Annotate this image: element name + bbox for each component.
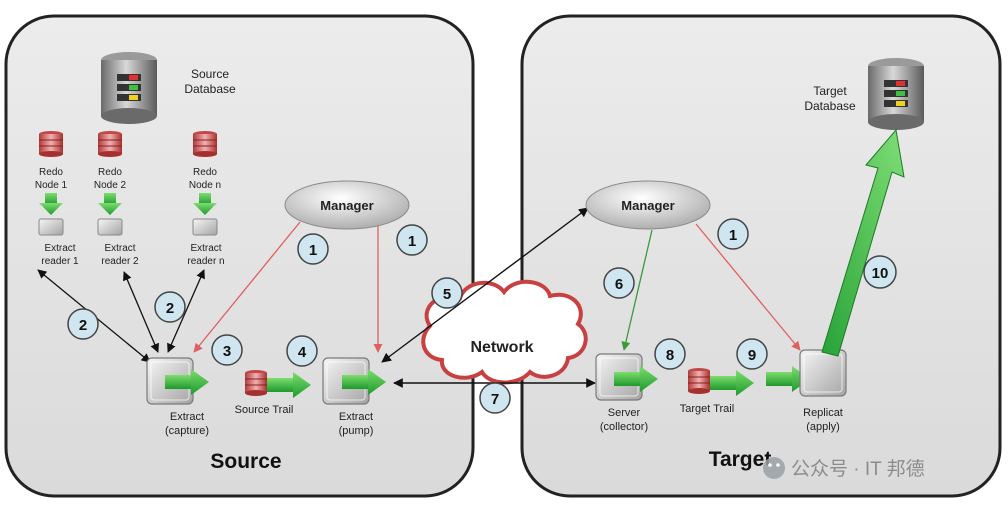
target-panel	[520, 14, 1002, 498]
step-4-badge: 4	[286, 335, 318, 367]
step-3-text: 3	[223, 343, 231, 360]
extract-pump-label-1: Extract	[339, 411, 373, 423]
source-database-label-1: Source	[191, 67, 229, 81]
step-1a-badge: 1	[297, 233, 329, 265]
extract-reader-n-label-1: Extract	[190, 243, 221, 254]
step-3-badge: 3	[211, 334, 243, 366]
step-1c-badge: 1	[717, 218, 749, 250]
extract-reader-n-label-2: reader n	[187, 256, 224, 267]
source-manager-label: Manager	[320, 198, 373, 213]
redo-node-n-label-1: Redo	[193, 167, 217, 178]
replicat-label-1: Replicat	[803, 407, 843, 419]
step-5-text: 5	[443, 286, 451, 303]
network-label: Network	[470, 339, 533, 356]
step-5-badge: 5	[431, 277, 463, 309]
step-9-text: 9	[748, 347, 756, 364]
source-title: Source	[210, 450, 281, 473]
step-1b-badge: 1	[396, 224, 428, 256]
manager-to-replicat-arrow	[695, 223, 801, 351]
extract-reader-2-label-2: reader 2	[101, 256, 139, 267]
manager-to-capture-arrow	[193, 221, 301, 353]
target-title: Target	[709, 448, 772, 471]
step-1c-text: 1	[729, 227, 737, 244]
manager-to-collector-arrow	[621, 229, 653, 351]
source-manager	[284, 180, 410, 230]
extract-capture-label-2: (capture)	[165, 425, 209, 437]
step-2b-text: 2	[166, 300, 174, 317]
replicat-to-database-arrow	[821, 128, 905, 357]
extract-reader-1-label-1: Extract	[44, 243, 75, 254]
step-8-badge: 8	[654, 338, 686, 370]
step-7-badge: 7	[479, 382, 511, 414]
source-trail-label: Source Trail	[235, 404, 294, 416]
extract-reader-n-box	[192, 218, 218, 236]
reader-2-capture-arrow	[123, 271, 159, 353]
replicat-label-2: (apply)	[806, 421, 840, 433]
pump-to-target-manager-arrow	[381, 207, 589, 363]
redo-node-2-label-1: Redo	[98, 167, 122, 178]
step-1a-text: 1	[309, 242, 317, 259]
step-2b-badge: 2	[154, 291, 186, 323]
server-label-2: (collector)	[600, 421, 648, 433]
source-trail-icon	[244, 369, 268, 397]
extract-reader-2-label-1: Extract	[104, 243, 135, 254]
target-manager	[585, 180, 711, 230]
step-8-text: 8	[666, 347, 674, 364]
step-9-badge: 9	[736, 338, 768, 370]
extract-reader-1-box	[38, 218, 64, 236]
redo-node-1-label-1: Redo	[39, 167, 63, 178]
extract-reader-2-box	[97, 218, 123, 236]
step-10-badge: 10	[863, 255, 897, 289]
wechat-icon	[763, 457, 785, 479]
redo-node-n-icon	[192, 130, 218, 158]
redo-node-2-icon	[97, 130, 123, 158]
step-1b-text: 1	[408, 233, 416, 250]
target-trail-label: Target Trail	[680, 403, 734, 415]
redo-node-n-label-2: Node n	[189, 180, 221, 191]
target-database-icon	[868, 58, 924, 130]
source-database-icon	[101, 52, 157, 124]
target-database-label-1: Target	[813, 84, 847, 98]
step-badges: 2 2 1 1 3 4 5 6	[67, 218, 897, 414]
extract-pump-label-2: (pump)	[339, 425, 374, 437]
replicat-box	[799, 349, 847, 397]
watermark: 公众号 · IT 邦德	[763, 457, 925, 480]
redo-node-1-label-2: Node 1	[35, 180, 68, 191]
step-7-text: 7	[491, 391, 499, 408]
reader-n-capture-arrow	[167, 269, 205, 353]
step-4-text: 4	[298, 344, 307, 361]
target-trail-icon	[687, 367, 711, 395]
server-label-1: Server	[608, 407, 641, 419]
extract-capture-label-1: Extract	[170, 411, 204, 423]
redo-node-2-label-2: Node 2	[94, 180, 127, 191]
redo-node-1-icon	[38, 130, 64, 158]
extract-reader-1-label-2: reader 1	[41, 256, 79, 267]
step-2a-text: 2	[79, 317, 87, 334]
step-6-badge: 6	[603, 267, 635, 299]
watermark-text: 公众号 · IT 邦德	[791, 458, 925, 480]
step-6-text: 6	[615, 276, 623, 293]
source-database-label-2: Database	[184, 82, 236, 96]
step-10-text: 10	[872, 265, 889, 282]
step-2a-badge: 2	[67, 308, 99, 340]
target-manager-label: Manager	[621, 198, 674, 213]
target-database-label-2: Database	[804, 99, 856, 113]
